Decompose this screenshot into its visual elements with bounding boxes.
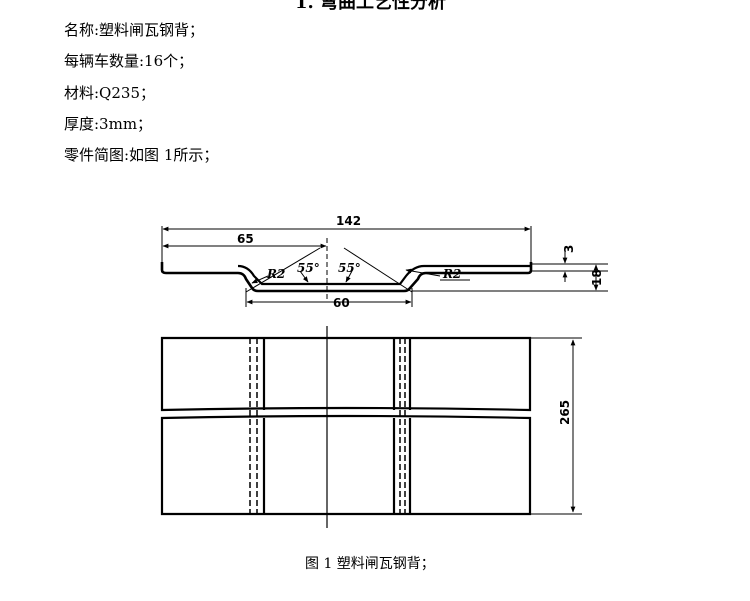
dim-left-width: 65 <box>237 232 254 246</box>
radius-right: R2 <box>442 267 461 281</box>
quantity-line: 每辆车数量:16个； <box>64 52 194 70</box>
dim-total-width: 142 <box>336 214 361 228</box>
diagram-ref-line: 零件简图:如图 1所示； <box>64 146 219 164</box>
section-title: 1. 弯曲工艺性分析 <box>295 0 447 13</box>
profile-outline <box>160 262 533 293</box>
part-name-line: 名称:塑料闸瓦钢背； <box>64 21 205 39</box>
thickness-line: 厚度:3mm； <box>64 115 153 133</box>
material-line: 材料:Q235； <box>64 84 155 102</box>
dim-bottom-width: 60 <box>333 296 350 310</box>
dim-height: 18 <box>590 269 604 286</box>
radius-left: R2 <box>266 267 285 281</box>
section-view <box>160 226 608 307</box>
dim-thickness: 3 <box>562 245 576 253</box>
dim-length: 265 <box>558 400 572 425</box>
angle-left: 55° <box>297 261 320 275</box>
angle-right: 55° <box>338 261 361 275</box>
figure-caption: 图 1 塑料闸瓦钢背； <box>305 556 435 572</box>
plan-view <box>160 326 582 528</box>
